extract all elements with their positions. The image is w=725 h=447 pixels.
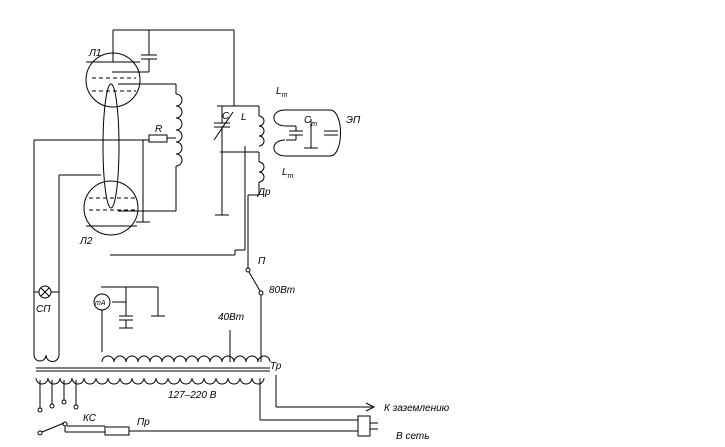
milliammeter [93, 286, 165, 352]
label-p: П [258, 256, 266, 267]
label-l2: Л2 [79, 236, 93, 247]
resistor-r [34, 134, 176, 223]
label-c: C [222, 111, 230, 122]
mains-circuit [37, 415, 378, 437]
label-ep: ЭП [346, 115, 361, 126]
label-80w: 80Вт [269, 285, 295, 296]
label-lt-top: Lт [276, 86, 288, 99]
label-pr: Пр [137, 417, 150, 428]
grid-coil [118, 83, 183, 212]
label-voltage: 127–220 В [168, 390, 217, 401]
label-ground: К заземлению [384, 403, 450, 414]
label-sp: СП [36, 304, 51, 315]
transformer-tr [35, 330, 271, 420]
choke-dr [247, 152, 265, 268]
tube-l2 [83, 180, 139, 236]
label-ks: КС [83, 413, 97, 424]
filament-ellipse [102, 83, 120, 209]
label-lt-bottom: Lт [282, 167, 294, 180]
anode-bus [112, 29, 235, 106]
label-l: L [241, 112, 247, 123]
switch-p [245, 267, 264, 362]
label-r: R [155, 124, 162, 135]
left-rails [33, 140, 101, 362]
label-40w: 40Вт [218, 312, 244, 323]
coupling-loops [273, 109, 341, 157]
label-ma: mA [95, 300, 106, 307]
ground-lead [275, 375, 376, 412]
tube-l1 [85, 30, 141, 108]
label-ct: Cт [304, 115, 317, 128]
label-mains: В сеть [396, 431, 430, 442]
label-tr: Тр [270, 361, 282, 372]
label-dr: Др [257, 187, 271, 198]
signal-lamp-sp [38, 285, 52, 299]
tank-circuit [110, 105, 265, 256]
label-l1: Л1 [88, 48, 101, 59]
